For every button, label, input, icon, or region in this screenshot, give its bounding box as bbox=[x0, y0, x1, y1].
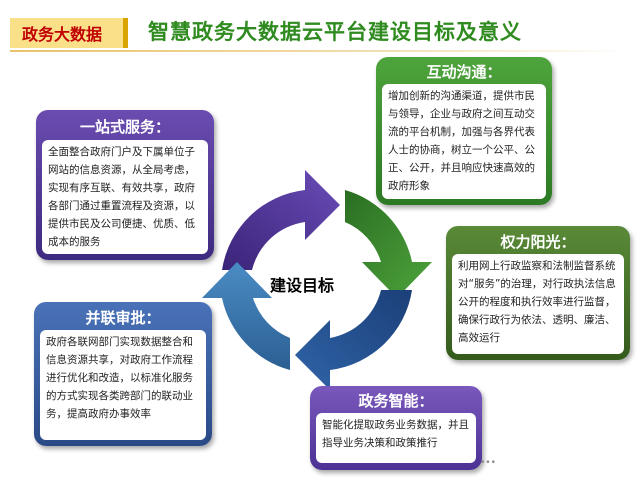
center-label: 建设目标 bbox=[270, 276, 335, 295]
section-tag: 政务大数据 bbox=[10, 18, 128, 48]
card-power-sunshine-title: 权力阳光： bbox=[500, 233, 576, 251]
cycle-arrow-blue bbox=[202, 262, 290, 370]
page-title: 智慧政务大数据云平台建设目标及意义 bbox=[148, 20, 522, 44]
card-one-stop-text: 全面整合政府门户及下属单位子网站的信息资源，从全局考虑，实现有序互联、有效共享，… bbox=[42, 140, 208, 254]
dots-icon: ••• bbox=[480, 458, 496, 468]
cycle-arrow-green bbox=[345, 190, 432, 298]
card-power-sunshine-text: 利用网上行政监察和法制监督系统对“服务”的治理，对行政执法信息公开的程度和执行效… bbox=[452, 254, 624, 354]
card-interaction: 互动沟通： 增加创新的沟通渠道，提供市民与领导，企业与政府之间互动交流的平台机制… bbox=[376, 57, 552, 205]
card-intelligence-title: 政务智能： bbox=[358, 392, 434, 410]
card-one-stop-title: 一站式服务： bbox=[79, 118, 170, 136]
card-intelligence: 政务智能： 智能化提取政务业务数据，并且指导业务决策和政策推行 bbox=[310, 386, 482, 470]
card-one-stop-service: 一站式服务： 全面整合政府门户及下属单位子网站的信息资源，从全局考虑，实现有序互… bbox=[36, 110, 214, 260]
card-parallel-approval-title: 并联审批： bbox=[85, 309, 161, 327]
cycle-arrow-navy bbox=[295, 290, 412, 390]
card-intelligence-text: 智能化提取政务业务数据，并且指导业务决策和政策推行 bbox=[316, 413, 476, 463]
card-power-sunshine: 权力阳光： 利用网上行政监察和法制监督系统对“服务”的治理，对行政执法信息公开的… bbox=[446, 226, 630, 360]
card-parallel-approval-text: 政府各联网部门实现数据整合和信息资源共享，对政府工作流程进行优化和改造，以标准化… bbox=[40, 330, 206, 440]
cycle-arrow-purple bbox=[222, 170, 340, 270]
card-parallel-approval: 并联审批： 政府各联网部门实现数据整合和信息资源共享，对政府工作流程进行优化和改… bbox=[34, 302, 212, 446]
header-divider bbox=[10, 50, 630, 52]
card-interaction-title: 互动沟通： bbox=[426, 63, 502, 81]
card-interaction-text: 增加创新的沟通渠道，提供市民与领导，企业与政府之间互动交流的平台机制，加强与各界… bbox=[382, 84, 546, 199]
